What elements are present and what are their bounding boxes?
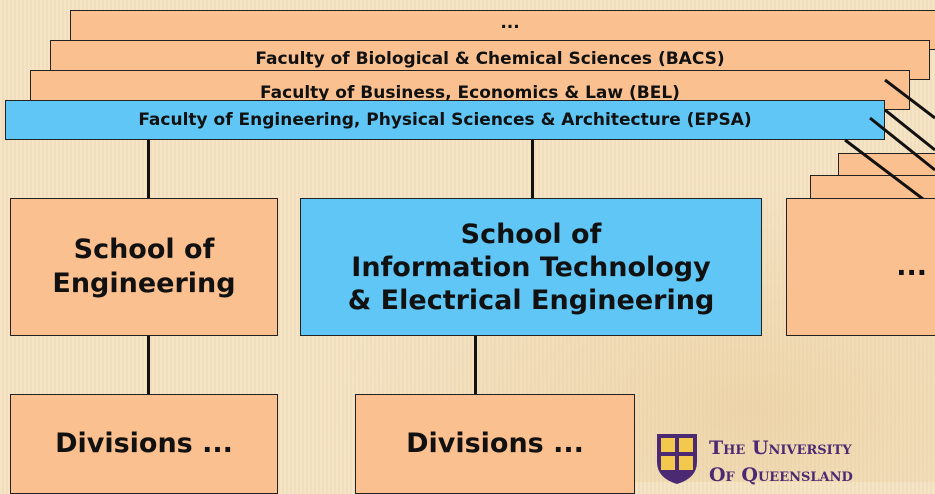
connector-epsa-itee	[531, 140, 534, 198]
faculty-bacs-label: Faculty of Biological & Chemical Science…	[255, 49, 725, 69]
divisions-engineering-label: Divisions ...	[55, 428, 233, 459]
logo-line-2: Of Queensland	[709, 464, 853, 486]
crest-icon	[657, 434, 697, 484]
connector-bacs	[884, 78, 935, 120]
divisions-itee: Divisions ...	[355, 394, 635, 494]
faculty-bel-label: Faculty of Business, Economics & Law (BE…	[260, 83, 680, 103]
connector-bel-2	[869, 116, 935, 172]
faculty-layer-more-label: ...	[500, 13, 520, 33]
connector-epsa-engineering	[147, 140, 150, 198]
divisions-itee-label: Divisions ...	[406, 428, 584, 459]
school-itee: School of Information Technology & Elect…	[300, 198, 762, 336]
divisions-engineering: Divisions ...	[10, 394, 278, 494]
school-other: ...	[786, 198, 935, 336]
school-other-label: ...	[896, 251, 927, 282]
faculty-epsa-label: Faculty of Engineering, Physical Science…	[138, 110, 752, 130]
faculty-epsa: Faculty of Engineering, Physical Science…	[5, 100, 885, 140]
connector-itee-divisions	[474, 336, 477, 394]
school-itee-label: School of Information Technology & Elect…	[347, 218, 715, 316]
logo-line-1: The University	[709, 437, 852, 459]
school-engineering-label: School of Engineering	[52, 234, 236, 299]
connector-bel	[884, 108, 935, 152]
school-engineering: School of Engineering	[10, 198, 278, 336]
connector-epsa	[844, 138, 935, 210]
connector-engineering-divisions	[147, 336, 150, 394]
university-logo: The University Of Queensland	[655, 432, 935, 486]
diagonal-connectors	[844, 78, 935, 210]
